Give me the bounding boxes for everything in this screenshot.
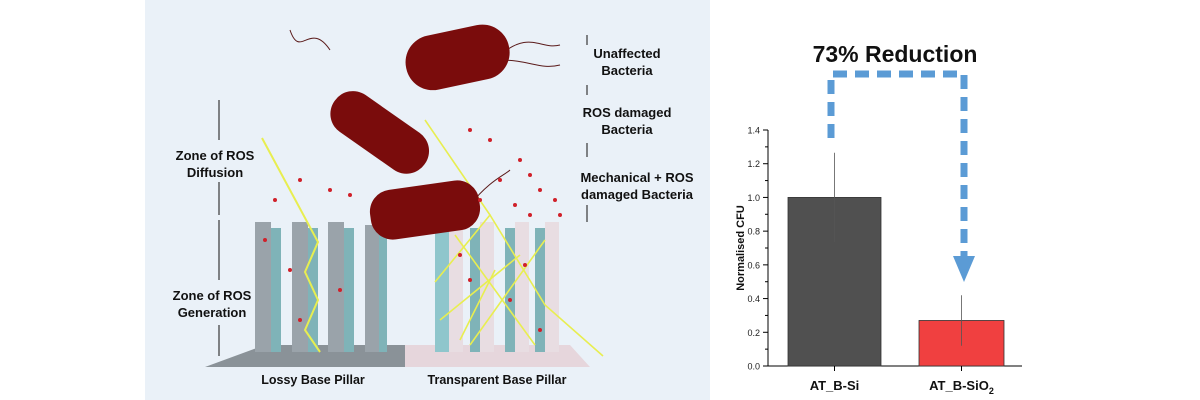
y-tick-label: 0.0 <box>747 362 760 372</box>
mechanically-damaged-bacterium <box>369 180 481 240</box>
y-tick-label: 0.8 <box>747 227 760 237</box>
ros-particles <box>263 128 562 332</box>
y-tick-label: 0.2 <box>747 328 760 338</box>
ros-damaged-bacterium <box>330 91 430 174</box>
x-tick-label: AT_B-Si <box>810 378 860 393</box>
reduction-dashed-arrow <box>827 70 968 258</box>
y-axis-label: Normalised CFU <box>735 205 747 291</box>
transparent-base <box>405 345 590 367</box>
transparent-base-label: Transparent Base Pillar <box>428 373 567 387</box>
light-ray-lossy <box>261 137 321 353</box>
reduction-label: 73% Reduction <box>813 41 978 67</box>
y-tick-label: 1.4 <box>747 126 760 136</box>
reduction-arrowhead <box>953 256 975 282</box>
zone-arrows <box>218 35 588 356</box>
unaffected-bacterium <box>405 24 510 91</box>
y-tick-label: 0.6 <box>747 260 760 270</box>
bar-chart: Normalised CFU 0.0 0.2 0.4 0.6 0.8 1.0 1.2 1.4A… <box>735 126 1022 396</box>
y-tick-label: 1.2 <box>747 159 760 169</box>
lossy-base-label: Lossy Base Pillar <box>261 373 365 387</box>
x-tick-label: AT_B-SiO2 <box>929 378 994 396</box>
bacteria <box>289 24 561 240</box>
y-tick-label: 0.4 <box>747 294 760 304</box>
light-rays-transparent <box>424 119 604 357</box>
y-tick-label: 1.0 <box>747 193 760 203</box>
